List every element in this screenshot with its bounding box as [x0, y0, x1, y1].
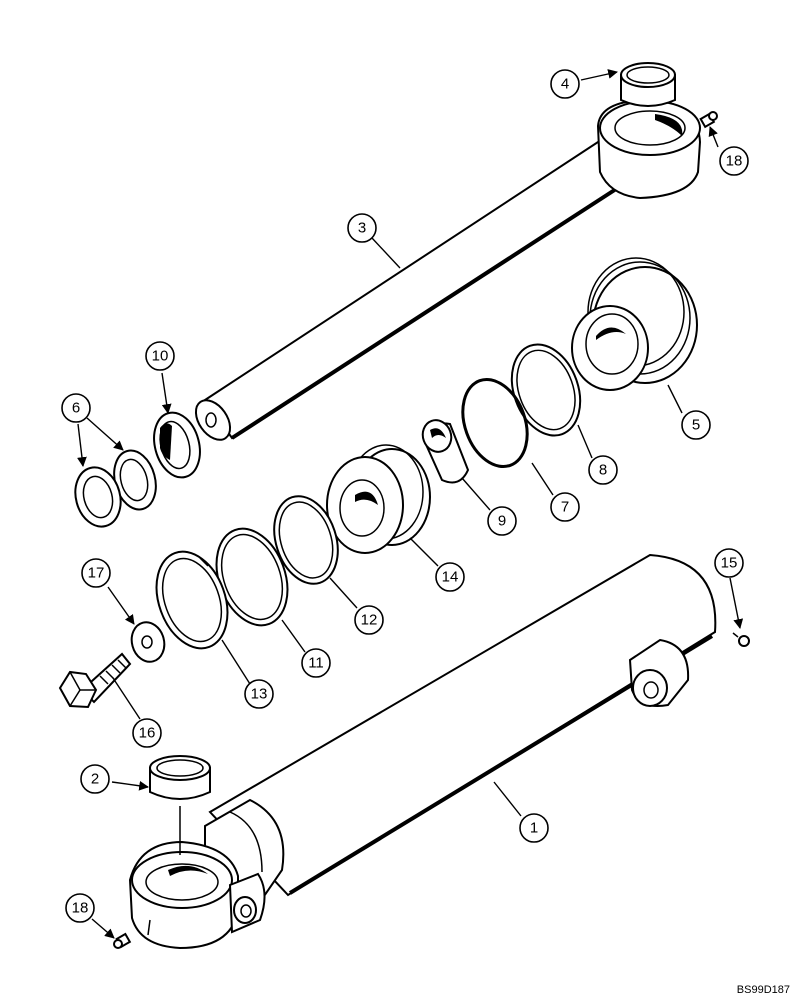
callout-8-label: 8	[599, 462, 607, 479]
rod-seal	[153, 411, 201, 479]
piston-bolt	[58, 652, 132, 709]
callout-15: 15	[714, 548, 744, 578]
grease-fitting-bottom	[113, 932, 132, 949]
wear-bushing	[421, 419, 470, 484]
cylinder-barrel	[128, 553, 717, 950]
callout-11-label: 11	[308, 655, 324, 672]
piston-ring	[215, 527, 289, 627]
wiper-seals	[74, 449, 157, 528]
callout-7-label: 7	[561, 499, 569, 516]
callout-1-label: 1	[530, 820, 538, 837]
callout-2-label: 2	[91, 771, 99, 788]
callout-2: 2	[80, 764, 110, 794]
callout-16-label: 16	[139, 725, 156, 742]
callout-7: 7	[550, 492, 580, 522]
base-eye-bushing	[149, 755, 211, 855]
drawing-code: BS99D187	[736, 984, 790, 996]
callout-17: 17	[81, 558, 111, 588]
callout-18-top-label: 18	[726, 153, 743, 170]
piston	[326, 444, 431, 554]
callout-12-label: 12	[361, 612, 378, 629]
rod-eye-bushing	[620, 62, 676, 107]
callout-11: 11	[301, 648, 331, 678]
callout-18-top: 18	[719, 146, 749, 176]
callout-18-bottom-label: 18	[72, 900, 89, 917]
washer	[130, 621, 166, 663]
callout-18-bottom: 18	[65, 893, 95, 923]
callout-4-label: 4	[561, 76, 569, 93]
callout-3: 3	[347, 213, 377, 243]
callout-6-label: 6	[72, 400, 80, 417]
gland	[571, 257, 698, 391]
callout-6: 6	[61, 393, 91, 423]
callout-10-label: 10	[152, 348, 169, 365]
o-ring	[461, 377, 529, 469]
callout-17-label: 17	[88, 565, 105, 582]
callout-9: 9	[487, 506, 517, 536]
callout-3-label: 3	[358, 220, 366, 237]
callout-8: 8	[588, 455, 618, 485]
callout-14-label: 14	[442, 569, 459, 586]
callout-5: 5	[681, 410, 711, 440]
callout-5-label: 5	[692, 417, 700, 434]
callout-4: 4	[550, 69, 580, 99]
callout-14: 14	[435, 562, 465, 592]
callout-12: 12	[354, 605, 384, 635]
leader-lines	[77, 69, 744, 939]
callout-1: 1	[519, 813, 549, 843]
callout-15-label: 15	[721, 555, 738, 572]
callout-16: 16	[132, 718, 162, 748]
wear-ring	[155, 550, 229, 650]
callout-10: 10	[145, 341, 175, 371]
callout-13-label: 13	[251, 686, 268, 703]
callout-13: 13	[244, 679, 274, 709]
bleed-fitting	[732, 632, 750, 647]
piston-seal-ring	[273, 495, 339, 585]
callout-9-label: 9	[498, 513, 506, 530]
grease-fitting-top	[699, 111, 718, 129]
